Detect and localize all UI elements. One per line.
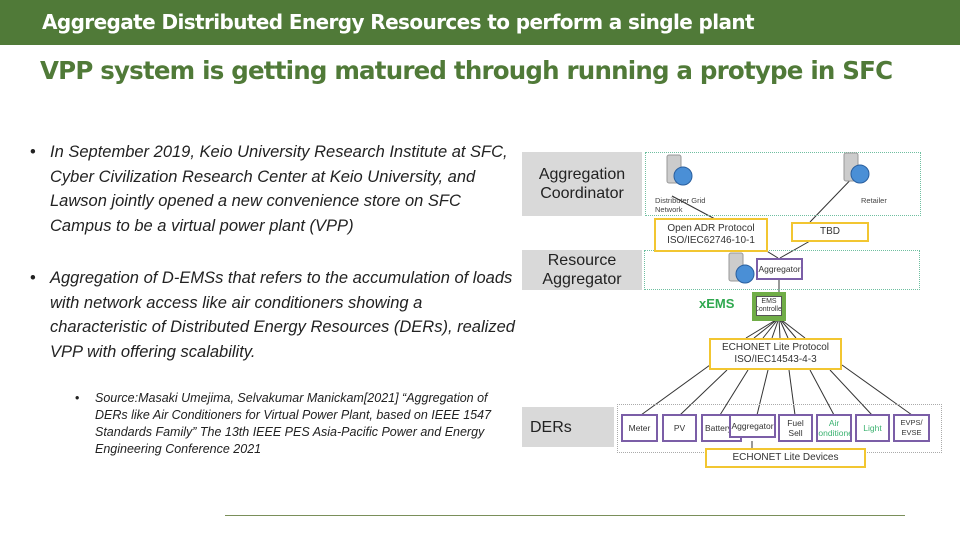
retailer-label: Retailer (861, 196, 887, 205)
header-title: Aggregate Distributed Energy Resources t… (42, 10, 755, 34)
device-aggregator: Aggregator (729, 414, 776, 438)
server-globe-icon (843, 152, 870, 184)
xems-label: xEMS (699, 296, 735, 311)
echonet-devices-box: ECHONET Lite Devices (705, 448, 866, 468)
bullet-1: In September 2019, Keio University Resea… (30, 140, 520, 238)
server-globe-icon (728, 252, 755, 284)
openadr-line-1: Open ADR Protocol (667, 223, 755, 234)
device-meter: Meter (621, 414, 658, 442)
echonet-line-1: ECHONET Lite Protocol (721, 342, 830, 353)
aggregator-box: Aggregator (756, 258, 803, 280)
device-fuel-cell: Fuel Sell (778, 414, 813, 442)
device-light: Light (855, 414, 890, 442)
footer-divider (225, 515, 905, 516)
echonet-line-2: ISO/IEC14543-4-3 (734, 354, 817, 365)
device-evse: EVPS/ EVSE (893, 414, 930, 442)
server-globe-icon (666, 154, 693, 186)
header-bar: Aggregate Distributed Energy Resources t… (0, 0, 960, 45)
slide-subtitle: VPP system is getting matured through ru… (40, 56, 893, 85)
tbd-box: TBD (791, 222, 869, 242)
openadr-line-2: ISO/IEC62746-10-1 (667, 235, 755, 246)
device-air-conditioner: Air Conditioner (816, 414, 852, 442)
layer-label-resource: Resource Aggregator (522, 250, 642, 290)
dso-label: Distributer Grid Network (655, 196, 706, 214)
device-pv: PV (662, 414, 697, 442)
coordinator-zone (645, 152, 921, 216)
bullet-2: Aggregation of D-EMSs that refers to the… (30, 266, 520, 364)
source-citation: Source:Masaki Umejima, Selvakumar Manick… (75, 390, 515, 458)
ems-controller-box: EMS Controller (756, 296, 782, 316)
resource-zone (644, 250, 920, 290)
layer-label-coordinator: Aggregation Coordinator (522, 152, 642, 216)
layer-label-ders: DERs (522, 407, 614, 447)
